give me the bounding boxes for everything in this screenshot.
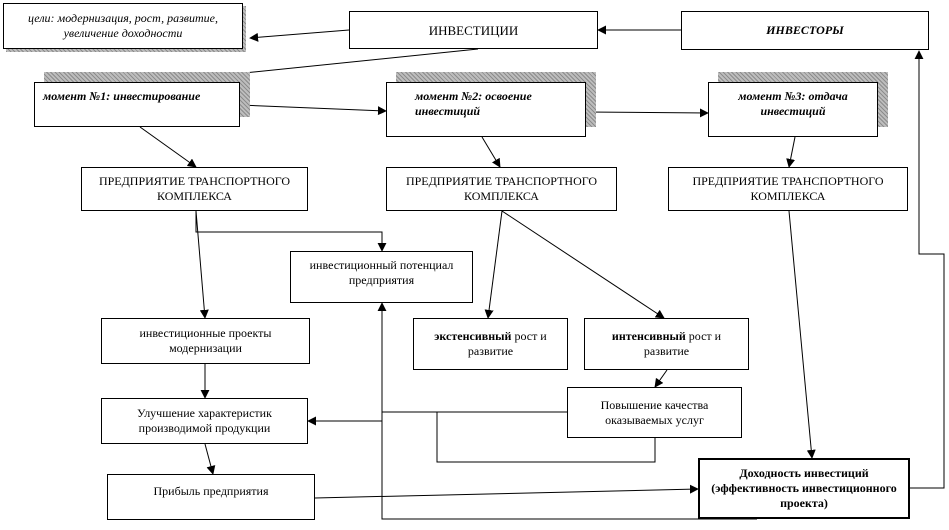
enterprise1-text: ПРЕДПРИЯТИЕ ТРАНСПОРТНОГО КОМПЛЕКСА [98,174,291,203]
potential-text: инвестиционный потенциал предприятия [309,258,454,287]
investors-box: ИНВЕСТОРЫ [681,11,929,50]
extensive-growth-box: экстенсивный рост и развитие [413,318,568,370]
investments-text: ИНВЕСТИЦИИ [428,22,519,38]
arrow-moment1-moment2 [239,104,387,116]
arrow-moment2-enterprise2 [481,136,501,168]
enterprise3-text: ПРЕДПРИЯТИЕ ТРАНСПОРТНОГО КОМПЛЕКСА [692,174,884,203]
arrow-investments-goals [249,29,350,42]
arrow-enterprise2-intensive [501,210,665,319]
product-improvement-box: Улучшение характеристик производимой про… [101,398,308,444]
goals-text: цели: модернизация, рост, развитие, увел… [28,11,218,40]
investments-box: ИНВЕСТИЦИИ [349,11,598,49]
arrow-enterprise2-extensive [484,210,503,319]
service-quality-text: Повышение качества оказываемых услуг [600,397,709,427]
profit-text: Прибыль предприятия [153,484,269,498]
intensive-bold: интенсивный [611,329,686,343]
return-box: Доходность инвестиций (эффективность инв… [698,458,910,519]
extensive-bold: экстенсивный [434,329,512,343]
arrow-improvement-profit [204,443,216,475]
enterprise1-box: ПРЕДПРИЯТИЕ ТРАНСПОРТНОГО КОМПЛЕКСА [81,167,308,211]
moment2-box: момент №2: освоение инвестиций [386,82,586,137]
arrow-enterprise1-projects [195,210,209,319]
enterprise2-text: ПРЕДПРИЯТИЕ ТРАНСПОРТНОГО КОМПЛЕКСА [405,174,598,203]
arrow-moment3-enterprise3 [786,136,796,168]
arrow-return-investors [910,50,945,489]
modernization-projects-text: инвестиционные проекты модернизации [139,326,272,355]
intensive-growth-box: интенсивный рост и развитие [584,318,749,370]
moment2-text: момент №2: освоение инвестиций [415,89,532,118]
extensive-growth-text: экстенсивный рост и развитие [417,329,564,359]
arrow-enterprise1-potential [195,211,387,252]
modernization-projects-box: инвестиционные проекты модернизации [101,318,310,364]
profit-box: Прибыль предприятия [107,474,315,520]
enterprise2-box: ПРЕДПРИЯТИЕ ТРАНСПОРТНОГО КОМПЛЕКСА [386,167,617,211]
arrow-moment1-enterprise1 [139,126,197,168]
arrow-enterprise3-return [788,210,816,459]
service-quality-box: Повышение качества оказываемых услуг [567,387,742,438]
investors-text: ИНВЕСТОРЫ [766,23,844,37]
potential-box: инвестиционный потенциал предприятия [290,251,473,303]
enterprise3-box: ПРЕДПРИЯТИЕ ТРАНСПОРТНОГО КОМПЛЕКСА [668,167,908,211]
arrow-profit-return [314,484,699,499]
moment3-box: момент №3: отдача инвестиций [708,82,878,137]
moment1-box: момент №1: инвестирование [34,82,240,127]
product-improvement-text: Улучшение характеристик производимой про… [137,406,272,435]
extensive-rest: рост и развитие [467,329,547,358]
arrow-moment2-moment3 [585,108,709,118]
return-text: Доходность инвестиций (эффективность инв… [711,466,897,510]
line-improvement-loop [382,411,656,463]
moment1-text: момент №1: инвестирование [43,89,201,103]
arrow-intensive-quality [654,369,668,388]
intensive-rest: рост и развитие [643,329,722,358]
arrow-return-potential [377,302,757,520]
moment3-text: момент №3: отдача инвестиций [738,89,848,118]
intensive-growth-text: интенсивный рост и развитие [588,329,745,359]
goals-box: цели: модернизация, рост, развитие, увел… [3,3,243,49]
